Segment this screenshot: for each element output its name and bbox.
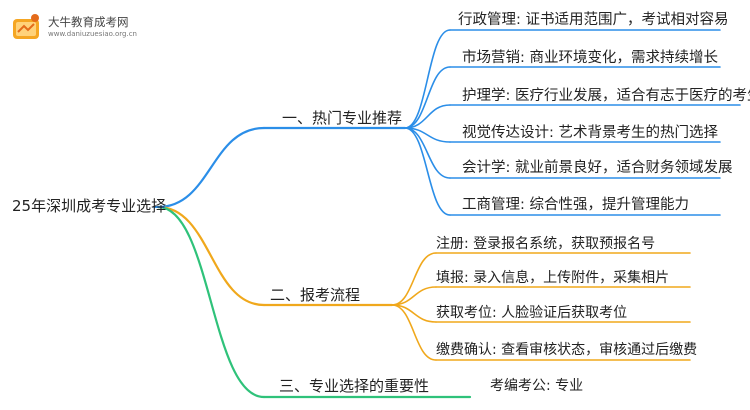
site-logo[interactable]: 大牛教育成考网 www.daniuzuesiao.org.cn bbox=[6, 8, 146, 46]
site-url: www.daniuzuesiao.org.cn bbox=[48, 30, 137, 38]
leaf-register[interactable]: 注册: 登录报名系统，获取预报名号 bbox=[436, 236, 656, 252]
leaf-marketing[interactable]: 市场营销: 商业环境变化，需求持续增长 bbox=[462, 50, 718, 66]
leaf-link-1-0 bbox=[391, 252, 437, 306]
leaf-civil-service[interactable]: 考编考公: 专业 bbox=[490, 378, 584, 394]
root-link-0 bbox=[156, 126, 266, 209]
site-name: 大牛教育成考网 bbox=[48, 15, 129, 29]
leaf-link-0-1 bbox=[404, 66, 451, 129]
leaf-link-1-1 bbox=[391, 286, 437, 306]
root-node[interactable]: 25年深圳成考专业选择 bbox=[12, 197, 167, 215]
leaf-accounting[interactable]: 会计学: 就业前景良好，适合财务领域发展 bbox=[462, 160, 733, 176]
root-link-1 bbox=[156, 205, 266, 307]
leaf-nursing[interactable]: 护理学: 医疗行业发展，适合有志于医疗的考生 bbox=[462, 88, 750, 104]
leaf-visual-design[interactable]: 视觉传达设计: 艺术背景考生的热门选择 bbox=[462, 125, 718, 141]
leaf-link-0-4 bbox=[404, 127, 451, 179]
leaf-link-0-2 bbox=[404, 104, 451, 129]
branch-hot-majors[interactable]: 一、热门专业推荐 bbox=[282, 109, 403, 127]
leaf-public-admin[interactable]: 行政管理: 证书适用范围广，考试相对容易 bbox=[458, 12, 729, 28]
graduation-cap-icon bbox=[13, 14, 39, 39]
root-link-2 bbox=[156, 205, 266, 399]
leaf-fill-in[interactable]: 填报: 录入信息，上传附件，采集相片 bbox=[436, 270, 670, 286]
leaf-business-admin[interactable]: 工商管理: 综合性强，提升管理能力 bbox=[462, 197, 689, 213]
leaf-link-0-5 bbox=[404, 127, 451, 216]
branch-registration-process[interactable]: 二、报考流程 bbox=[270, 286, 361, 304]
leaf-payment[interactable]: 缴费确认: 查看审核状态，审核通过后缴费 bbox=[436, 342, 698, 358]
branch-importance[interactable]: 三、专业选择的重要性 bbox=[279, 377, 430, 395]
leaf-link-1-3 bbox=[391, 304, 437, 361]
leaf-get-seat[interactable]: 获取考位: 人脸验证后获取考位 bbox=[436, 305, 628, 321]
leaf-link-0-0 bbox=[404, 29, 451, 129]
